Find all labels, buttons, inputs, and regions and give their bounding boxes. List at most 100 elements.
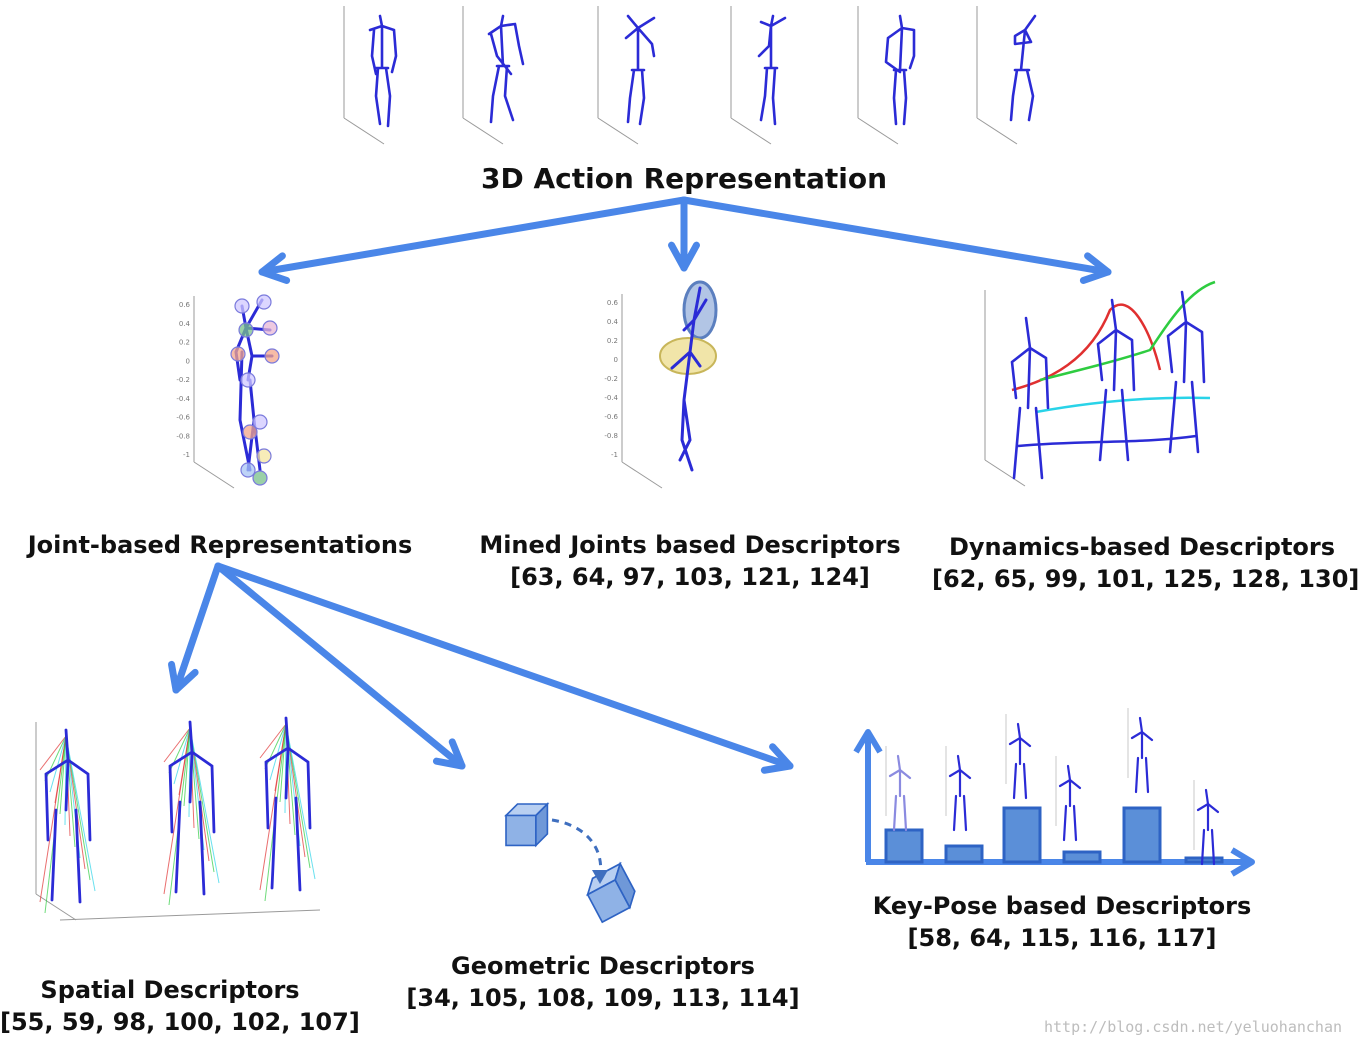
node-dynamics: Dynamics-based Descriptors [62, 65, 99, … bbox=[932, 532, 1359, 596]
spatial-skeleton-2 bbox=[163, 720, 220, 906]
axis-tick-label: -0.2 bbox=[604, 375, 618, 383]
edge-root-to-dynamics bbox=[680, 196, 1112, 284]
plot-axis: 0.60.40.20-0.2-0.4-0.6-0.8-1 bbox=[604, 294, 663, 489]
pair-line bbox=[269, 723, 287, 781]
edge-joint-to-keypose bbox=[214, 562, 794, 774]
node-root: 3D Action Representation bbox=[414, 162, 954, 196]
node-mined-title: Mined Joints based Descriptors bbox=[479, 531, 901, 559]
hist-y-arrowhead bbox=[853, 729, 883, 754]
hist-bar-5 bbox=[1122, 806, 1162, 864]
axis-tick-label: -0.2 bbox=[176, 376, 190, 384]
top-skeleton-plot-3 bbox=[597, 6, 656, 145]
cube-face-side bbox=[535, 802, 549, 848]
node-dynamics-refs: [62, 65, 99, 101, 125, 128, 130] bbox=[932, 565, 1359, 593]
axis-tick-label: -0.4 bbox=[604, 394, 618, 402]
skeleton-bones bbox=[168, 720, 216, 896]
node-keypose: Key-Pose based Descriptors [58, 64, 115,… bbox=[852, 891, 1272, 955]
node-keypose-refs: [58, 64, 115, 116, 117] bbox=[907, 924, 1217, 952]
hist-bar-2 bbox=[944, 844, 984, 864]
skeleton-bones bbox=[948, 754, 972, 832]
plot-axis bbox=[597, 6, 639, 145]
joint-marker bbox=[256, 448, 272, 464]
pair-line bbox=[285, 723, 316, 880]
skeleton-bones bbox=[264, 716, 312, 892]
keypose-skeleton-5 bbox=[1127, 708, 1154, 794]
edge-line bbox=[214, 562, 794, 770]
edge-arrowhead bbox=[760, 743, 794, 774]
trail-green bbox=[1039, 280, 1216, 382]
node-mined: Mined Joints based Descriptors [63, 64, … bbox=[450, 530, 930, 594]
edge-arrowhead bbox=[1079, 252, 1112, 284]
plot-axis bbox=[35, 722, 77, 921]
node-joint-title: Joint-based Representations bbox=[27, 531, 413, 559]
axis-line bbox=[857, 117, 899, 145]
axis-line bbox=[730, 117, 772, 145]
cube-start bbox=[504, 802, 550, 848]
skeleton-bones bbox=[44, 728, 92, 904]
keypose-skeleton-3 bbox=[1005, 714, 1032, 800]
dynamics-skeleton-2 bbox=[1096, 298, 1136, 462]
edge-joint-to-spatial bbox=[168, 562, 222, 694]
axis-tick-label: 0.6 bbox=[607, 299, 619, 307]
skeleton bbox=[487, 14, 525, 124]
plot-axis bbox=[976, 6, 1018, 145]
edge-line bbox=[680, 196, 1112, 276]
dynamics-plot bbox=[984, 280, 1216, 487]
axis-tick-label: -1 bbox=[183, 451, 190, 459]
axis-tick-label: -0.4 bbox=[176, 395, 190, 403]
axis-tick-label: 0.4 bbox=[179, 320, 191, 328]
watermark: http://blog.csdn.net/yeluohanchan bbox=[1043, 1018, 1342, 1036]
joint-marker bbox=[256, 294, 272, 310]
hist-bar-4 bbox=[1062, 850, 1102, 864]
edge-arrowhead bbox=[258, 252, 291, 284]
axis-tick-label: 0 bbox=[186, 357, 190, 365]
keypose-histogram bbox=[853, 708, 1255, 877]
geometric-illustration bbox=[504, 802, 636, 924]
axis-line bbox=[984, 459, 1026, 487]
node-dynamics-title: Dynamics-based Descriptors bbox=[948, 533, 1336, 561]
skeleton-bones bbox=[368, 14, 398, 128]
pair-line bbox=[173, 727, 191, 785]
hist-bar-3 bbox=[1002, 806, 1042, 864]
dynamics-skeleton-1 bbox=[1010, 316, 1050, 480]
node-spatial-title: Spatial Descriptors bbox=[40, 976, 300, 1004]
node-spatial: Spatial Descriptors [55, 59, 98, 100, 10… bbox=[0, 975, 360, 1039]
axis-line bbox=[976, 117, 1018, 145]
transform-arrowhead bbox=[592, 870, 608, 884]
skeleton-bones bbox=[884, 14, 916, 126]
skeleton-bones bbox=[1130, 716, 1154, 794]
skeleton bbox=[757, 14, 787, 126]
joint-marker bbox=[252, 470, 268, 486]
pair-line bbox=[49, 735, 67, 793]
node-geometric-title: Geometric Descriptors bbox=[451, 952, 755, 980]
pair-line bbox=[279, 723, 287, 803]
axis-tick-label: -1 bbox=[611, 451, 618, 459]
hist-bar-6 bbox=[1184, 856, 1224, 864]
spatial-skeleton-1 bbox=[39, 728, 96, 914]
plot-axis bbox=[857, 6, 899, 145]
node-spatial-refs: [55, 59, 98, 100, 102, 107] bbox=[0, 1008, 360, 1036]
spatial-plot bbox=[35, 716, 321, 921]
top-skeleton-plot-2 bbox=[462, 6, 525, 145]
skeleton-bones bbox=[1008, 722, 1032, 800]
node-mined-refs: [63, 64, 97, 103, 121, 124] bbox=[510, 563, 870, 591]
pair-line bbox=[163, 727, 191, 763]
pair-line bbox=[65, 735, 96, 892]
joint-marker bbox=[238, 322, 254, 338]
node-joint: Joint-based Representations bbox=[0, 530, 440, 560]
joint-marker bbox=[242, 424, 258, 440]
cube-end bbox=[586, 861, 636, 924]
edge-root-to-mined bbox=[668, 196, 700, 272]
axis-tick-label: 0 bbox=[614, 356, 618, 364]
spatial-skeleton-3 bbox=[259, 716, 316, 902]
skeleton-bones bbox=[1058, 764, 1082, 842]
edge-line bbox=[258, 196, 688, 276]
plot-axis bbox=[730, 6, 772, 145]
top-skeleton-plot-5 bbox=[857, 6, 916, 145]
edge-arrowhead bbox=[168, 660, 199, 694]
axis-tick-label: -0.6 bbox=[604, 413, 618, 421]
skeleton-bones bbox=[670, 286, 708, 472]
skeleton-bones bbox=[1009, 14, 1037, 122]
plot-axis bbox=[462, 6, 504, 145]
